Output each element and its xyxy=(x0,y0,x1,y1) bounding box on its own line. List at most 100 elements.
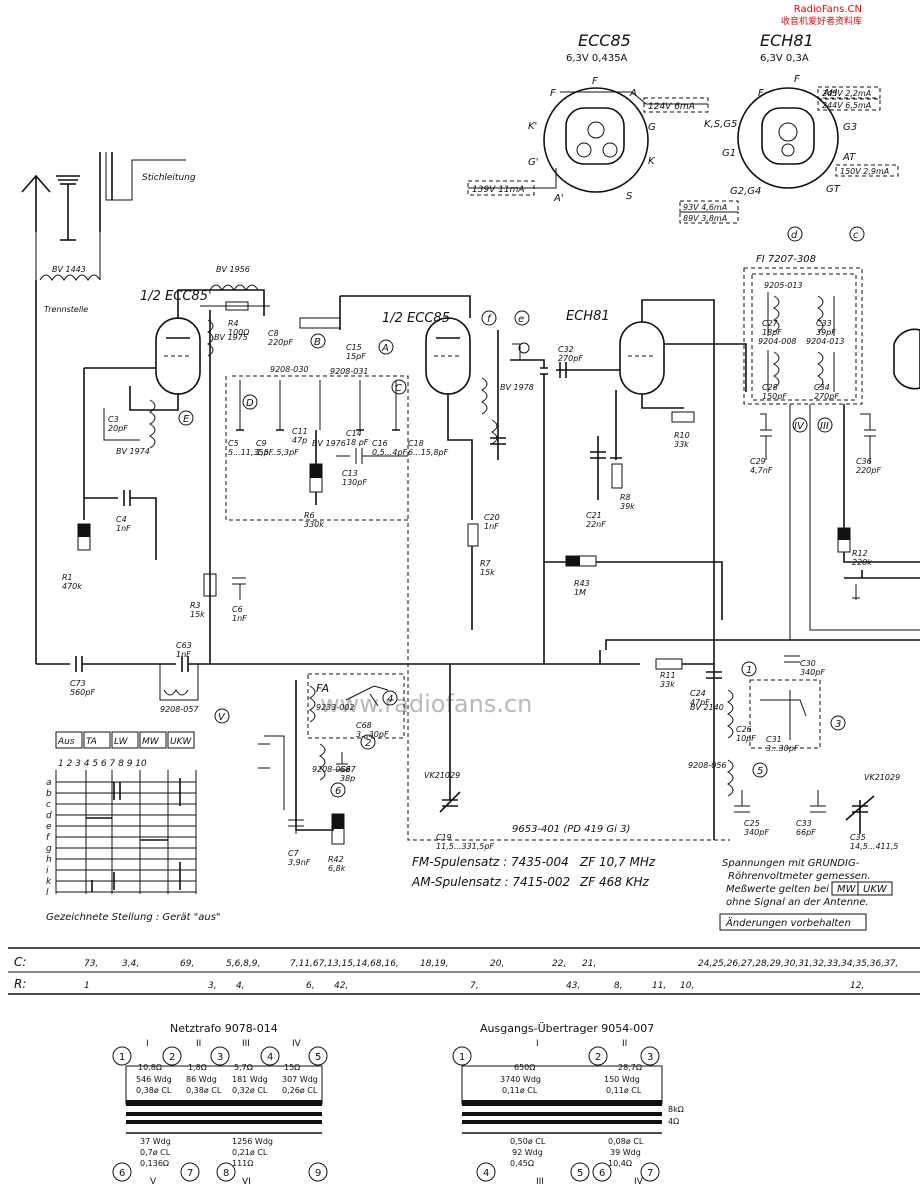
bv2140-label: BV 2140 xyxy=(690,703,724,712)
watermark-tagline: 收音机爱好者资料库 xyxy=(781,15,862,27)
ecc85-pin-K: K xyxy=(648,156,656,167)
ausgang-pin-1: 1 xyxy=(459,1052,465,1063)
bv1974-label: BV 1974 xyxy=(116,447,150,456)
ecc85-pin-G: G xyxy=(648,122,656,133)
index-c-entry: 22, xyxy=(552,959,566,969)
ecc85-rating: 6,3V 0,435A xyxy=(566,53,628,64)
antenna-stub-label: Stichleitung xyxy=(142,173,196,183)
ausgang-secondary-wdg: 39 Wdg xyxy=(610,1148,641,1157)
switch-row-h: h xyxy=(46,855,52,865)
netztrafo-secondary-ohm: 0,136Ω xyxy=(140,1159,169,1168)
component-c21-value: 22nF xyxy=(586,520,606,529)
ausgang-pin-circle xyxy=(640,1046,660,1066)
index-r-entry: 3, xyxy=(208,981,217,991)
switch-header-box xyxy=(167,731,195,749)
ausgang-pin-4: 4 xyxy=(483,1168,489,1179)
netztrafo-section-2: II xyxy=(196,1039,201,1049)
ecc85-pin-A-prime: A' xyxy=(553,193,564,204)
netztrafo-section-3: III xyxy=(242,1039,250,1049)
component-c28-id: C28 xyxy=(762,383,778,392)
switch-header-box xyxy=(83,731,111,749)
index-r-entry: 7, xyxy=(470,981,479,991)
ech81-pin-AT: AT xyxy=(842,152,856,163)
component-c14-value: 18 pF xyxy=(346,438,369,447)
component-c68-value: 3...30pF xyxy=(356,730,389,739)
component-c36-value: 220pF xyxy=(856,466,881,475)
part-9204-008: 9204-008 xyxy=(758,337,797,346)
index-c-entry: 5,6,8,9, xyxy=(226,959,260,969)
vk-right-label: VK21029 xyxy=(864,773,900,782)
marker-IV: IV xyxy=(794,421,805,432)
netztrafo-section-1: I xyxy=(146,1039,149,1049)
switch-header-box xyxy=(111,731,139,749)
ausgang-imp-2: 4Ω xyxy=(668,1117,679,1126)
tube-v3-label: ECH81 xyxy=(566,309,610,324)
tube-v2: 1/2 ECC85 xyxy=(382,311,471,395)
switch-row-k: k xyxy=(46,877,52,887)
ech81-pin-G2-G4: G2,G4 xyxy=(730,186,761,197)
component-c6-value: 1nF xyxy=(232,614,247,623)
switch-header-ukw: UKW xyxy=(170,737,192,747)
index-r-label: R: xyxy=(14,977,26,991)
component-r10-value: 33k xyxy=(674,440,689,449)
marker-A: A xyxy=(381,343,389,354)
ech81-pin-F-top: F xyxy=(794,74,800,85)
index-r-entry: 1 xyxy=(84,981,90,991)
index-c-entry: 21, xyxy=(582,959,596,969)
ausgang-pin-circle xyxy=(640,1162,660,1182)
component-c30-id: C30 xyxy=(800,659,816,668)
index-c-entry: 7,11,67,13,15,14,68,16, xyxy=(290,959,399,969)
component-c19-value: 11,5...331,5pF xyxy=(436,842,494,851)
ausgang-pin-circle xyxy=(570,1162,590,1182)
netztrafo-pin-4: 4 xyxy=(267,1052,273,1063)
watermark-center: www.radiofans.cn xyxy=(320,690,532,718)
switch-row-i: i xyxy=(46,866,49,876)
netztrafo-pin-7: 7 xyxy=(187,1168,193,1179)
component-r11-id: R11 xyxy=(660,671,676,680)
netztrafo-pin-9: 9 xyxy=(315,1168,321,1179)
ech81-voltage-at: 150V 2,9mA xyxy=(840,167,889,176)
marker-1: 1 xyxy=(746,665,752,676)
netztrafo-pin-8: 8 xyxy=(223,1168,229,1179)
fa-label: FA xyxy=(316,682,329,695)
netztrafo-secondary-wdg: 1256 Wdg xyxy=(232,1137,273,1146)
ausgang-primary-wdg: 3740 Wdg xyxy=(500,1075,541,1084)
component-r10-id: R10 xyxy=(674,431,690,440)
main-schematic: Stichleitung BV 1443 Trennstelle 1/2 ECC… xyxy=(21,152,920,873)
part-9208-058: 9208-058 xyxy=(312,765,351,774)
ausgang-secondary-cl: 0,08ø CL xyxy=(608,1137,644,1146)
component-c32-value: 270pF xyxy=(558,354,583,363)
switch-header-box xyxy=(55,731,83,749)
component-c27-id: C27 xyxy=(762,319,779,328)
netztrafo-pin-circle xyxy=(260,1046,280,1066)
index-r-entry: 6, xyxy=(306,981,315,991)
note-change: Änderungen vorbehalten xyxy=(725,916,851,929)
fa-part-label: 9233-002 xyxy=(316,703,355,712)
marker-5: 5 xyxy=(757,766,763,777)
bv1975-label: BV 1975 xyxy=(214,333,248,342)
am-if: ZF 468 KHz xyxy=(579,875,650,889)
netztrafo-pin-6: 6 xyxy=(119,1168,125,1179)
netztrafo-primary-cl: 0,38ø CL xyxy=(136,1086,172,1095)
switch-header-aus: Aus xyxy=(57,737,75,747)
note-line4: ohne Signal an der Antenne. xyxy=(726,897,869,908)
netztrafo-secondary-section: V xyxy=(150,1177,157,1187)
component-c7-id: C7 xyxy=(288,849,300,858)
component-r43-id: R43 xyxy=(574,579,590,588)
switch-row-g: g xyxy=(46,844,52,854)
netztrafo-primary-wdg: 307 Wdg xyxy=(282,1075,318,1084)
ech81-pin-F-left: F xyxy=(758,88,764,99)
marker-f: f xyxy=(487,314,492,325)
component-c33-id: C33 xyxy=(796,819,812,828)
fi-label: FI 7207-308 xyxy=(756,254,816,265)
index-c-label: C: xyxy=(14,955,26,969)
marker-III: III xyxy=(820,421,829,432)
netztrafo-primary-ohm: 1,8Ω xyxy=(188,1063,207,1072)
component-r12-id: R12 xyxy=(852,549,868,558)
component-c18-id: C18 xyxy=(408,439,424,448)
component-c13-value: 130pF xyxy=(342,478,367,487)
ech81-pin-GT: GT xyxy=(826,184,841,195)
switch-caption: Gezeichnete Stellung : Gerät "aus" xyxy=(46,912,221,923)
